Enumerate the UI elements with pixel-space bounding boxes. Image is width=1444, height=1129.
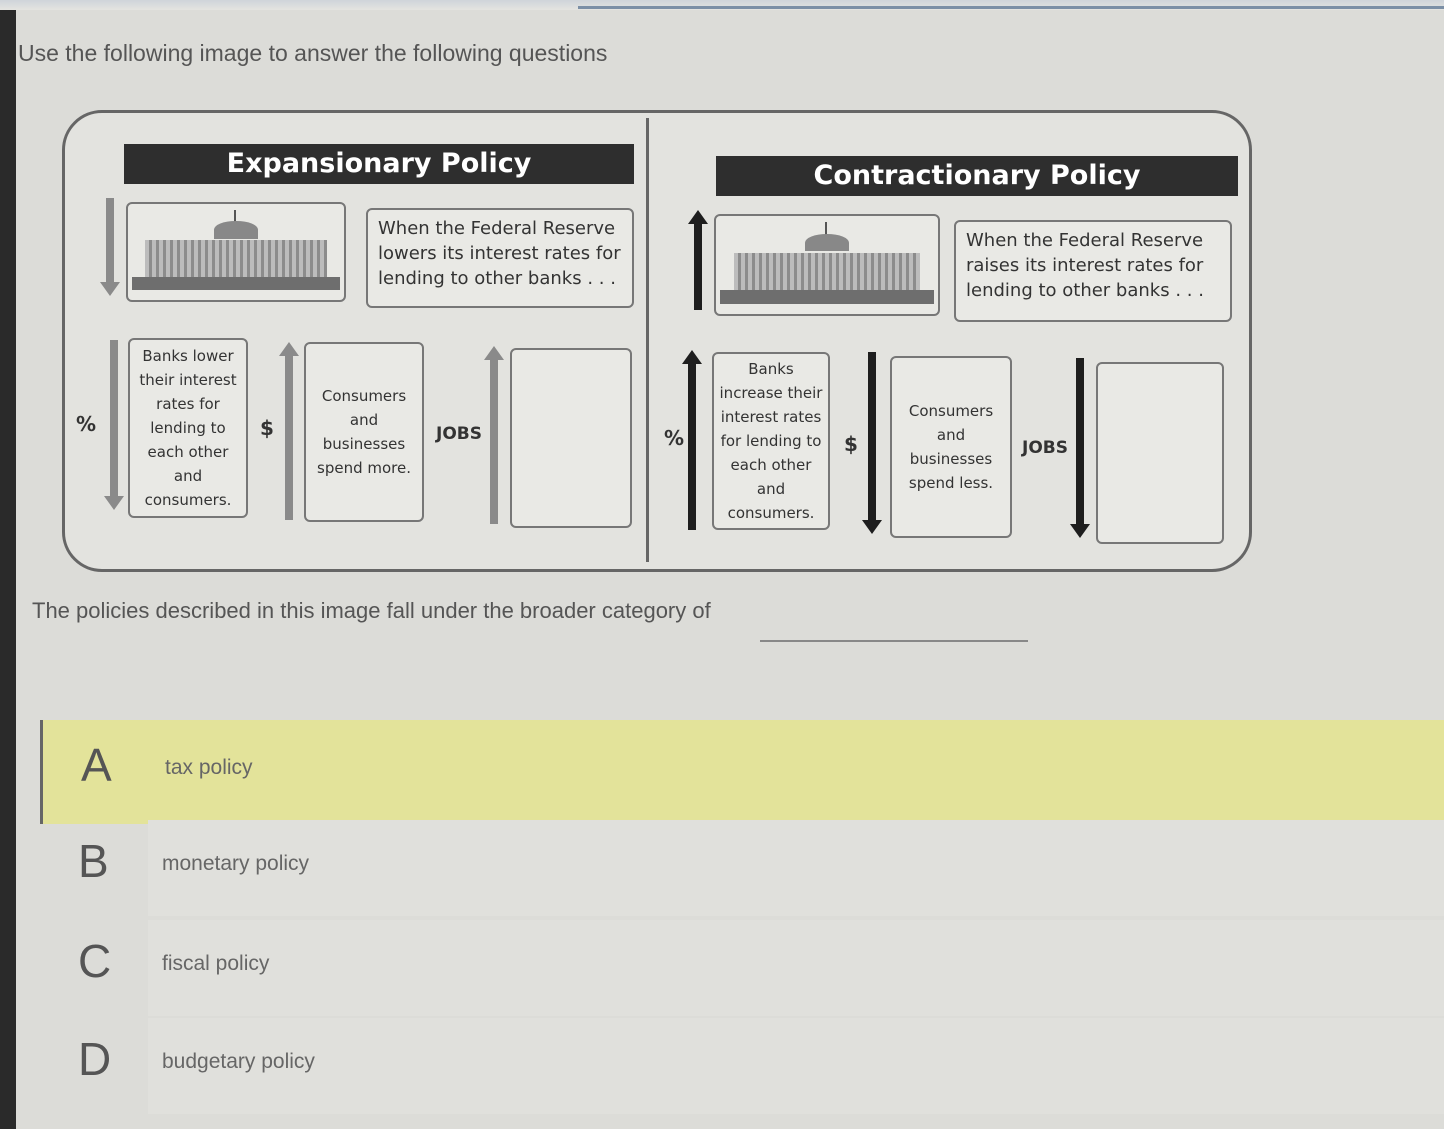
federal-reserve-building-icon <box>126 202 346 302</box>
option-letter: B <box>78 835 109 887</box>
option-panel <box>148 920 1444 1016</box>
up-arrow-icon <box>484 346 504 524</box>
option-text: budgetary policy <box>162 1050 315 1073</box>
option-c[interactable]: C fiscal policy <box>40 916 1444 1020</box>
dollar-symbol: $ <box>844 432 858 456</box>
down-arrow-icon <box>862 352 882 534</box>
top-rule <box>0 0 1444 10</box>
federal-reserve-building-icon <box>714 214 940 316</box>
expansionary-title: Expansionary Policy <box>124 144 634 184</box>
screen-bezel <box>0 0 16 1129</box>
option-a[interactable]: A tax policy <box>40 720 1444 824</box>
jobs-image-placeholder <box>1096 362 1224 544</box>
jobs-label: JOBS <box>436 424 482 444</box>
prompt-text: Use the following image to answer the fo… <box>18 40 608 66</box>
option-letter: D <box>78 1033 112 1085</box>
option-letter: C <box>78 935 112 987</box>
expansionary-fed-text: When the Federal Reserve lowers its inte… <box>366 208 634 308</box>
contractionary-banks-text: Banks increase their interest rates for … <box>712 352 830 530</box>
contractionary-spend-text: Consumers and businesses spend less. <box>890 356 1012 538</box>
down-arrow-icon <box>104 340 124 510</box>
dollar-symbol: $ <box>260 416 274 440</box>
up-arrow-icon <box>688 210 708 310</box>
up-arrow-icon <box>279 342 299 520</box>
percent-symbol: % <box>76 412 97 436</box>
expansionary-banks-text: Banks lower their interest rates for len… <box>128 338 248 518</box>
option-panel <box>148 820 1444 916</box>
jobs-image-placeholder <box>510 348 632 528</box>
expansionary-spend-text: Consumers and businesses spend more. <box>304 342 424 522</box>
option-b[interactable]: B monetary policy <box>40 816 1444 920</box>
option-panel <box>148 1018 1444 1114</box>
up-arrow-icon <box>682 350 702 530</box>
diagram-divider <box>646 118 649 562</box>
question-text: The policies described in this image fal… <box>32 598 711 623</box>
option-d[interactable]: D budgetary policy <box>40 1014 1444 1118</box>
option-letter: A <box>81 739 112 791</box>
contractionary-fed-text: When the Federal Reserve raises its inte… <box>954 220 1232 322</box>
contractionary-title: Contractionary Policy <box>716 156 1238 196</box>
down-arrow-icon <box>1070 358 1090 538</box>
jobs-label: JOBS <box>1022 438 1068 458</box>
option-text: monetary policy <box>162 852 310 875</box>
answer-blank <box>760 640 1028 642</box>
option-text: tax policy <box>165 756 253 779</box>
option-text: fiscal policy <box>162 952 270 975</box>
down-arrow-icon <box>100 198 120 296</box>
percent-symbol: % <box>664 426 685 450</box>
